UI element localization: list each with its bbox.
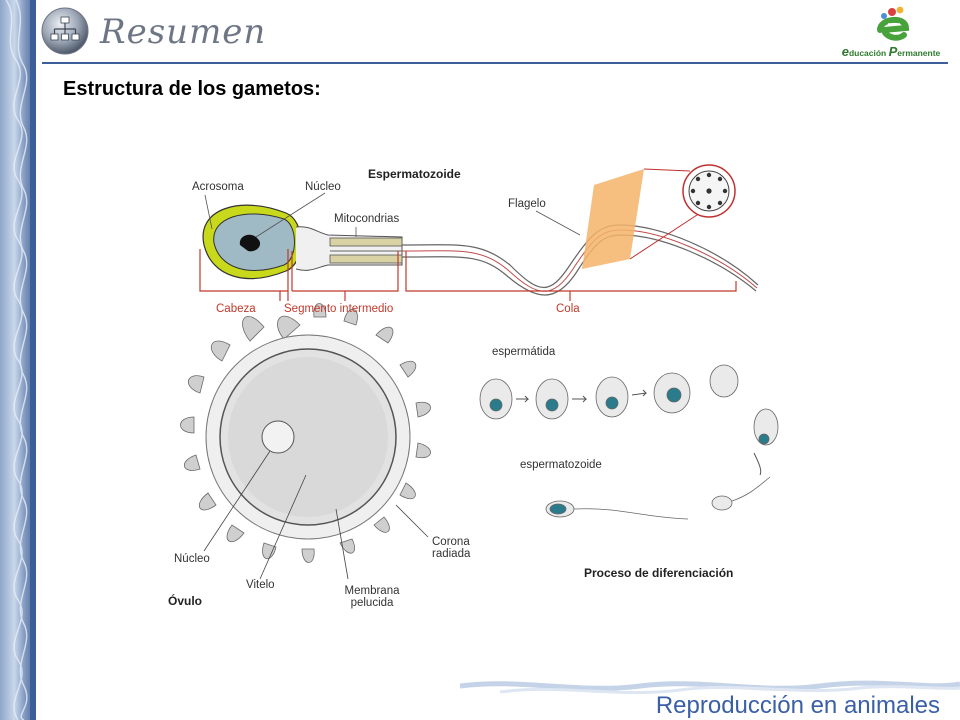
section-brackets [199, 249, 737, 301]
ovum-diagram-title: Óvulo [168, 594, 203, 608]
label-nucleo-sperm: Núcleo [305, 181, 341, 193]
differentiation-cells [479, 364, 779, 520]
sperm-midpiece [295, 226, 403, 271]
footer-title: Reproducción en animales [655, 692, 940, 719]
resumen-logo-icon [40, 6, 90, 56]
brand-name: educación Permanente [841, 44, 941, 59]
label-acrosoma: Acrosoma [192, 181, 244, 193]
gametes-figure: Espermatozoide Acrosoma Núcleo Mitocondr… [160, 155, 810, 625]
section-title: Resumen [100, 12, 267, 52]
brand-logo: educación Permanente [832, 4, 950, 60]
label-mitocondrias: Mitocondrias [334, 213, 400, 225]
brand-e-icon [877, 6, 910, 41]
sperm-head [202, 204, 302, 279]
header-divider [42, 62, 948, 64]
axoneme-cross-section [682, 164, 736, 218]
label-espermatida: espermátida [492, 346, 556, 358]
tail-section-plane [582, 169, 644, 269]
left-band-pattern [5, 0, 36, 720]
label-corona-radiada: Corona radiada [432, 536, 471, 560]
sperm-diagram-title: Espermatozoide [368, 167, 461, 181]
left-decorative-band [0, 0, 36, 720]
label-cola: Cola [556, 303, 580, 315]
gametes-illustration [180, 164, 779, 580]
label-flagelo: Flagelo [508, 198, 546, 210]
label-segmento-intermedio: Segmento intermedio [284, 303, 394, 315]
label-espermatozoide: espermatozoide [520, 459, 602, 471]
label-nucleo-ovum: Núcleo [174, 553, 210, 565]
differentiation-diagram-title: Proceso de diferenciación [584, 566, 734, 580]
label-vitelo: Vitelo [246, 579, 275, 591]
sperm-tail [401, 224, 759, 296]
page-title: Estructura de los gametos: [63, 78, 321, 100]
label-membrana-pelucida: Membrana pelucida [344, 585, 400, 609]
footer-wave-decoration [460, 680, 960, 695]
label-cabeza: Cabeza [216, 303, 256, 315]
ovum [180, 303, 431, 563]
